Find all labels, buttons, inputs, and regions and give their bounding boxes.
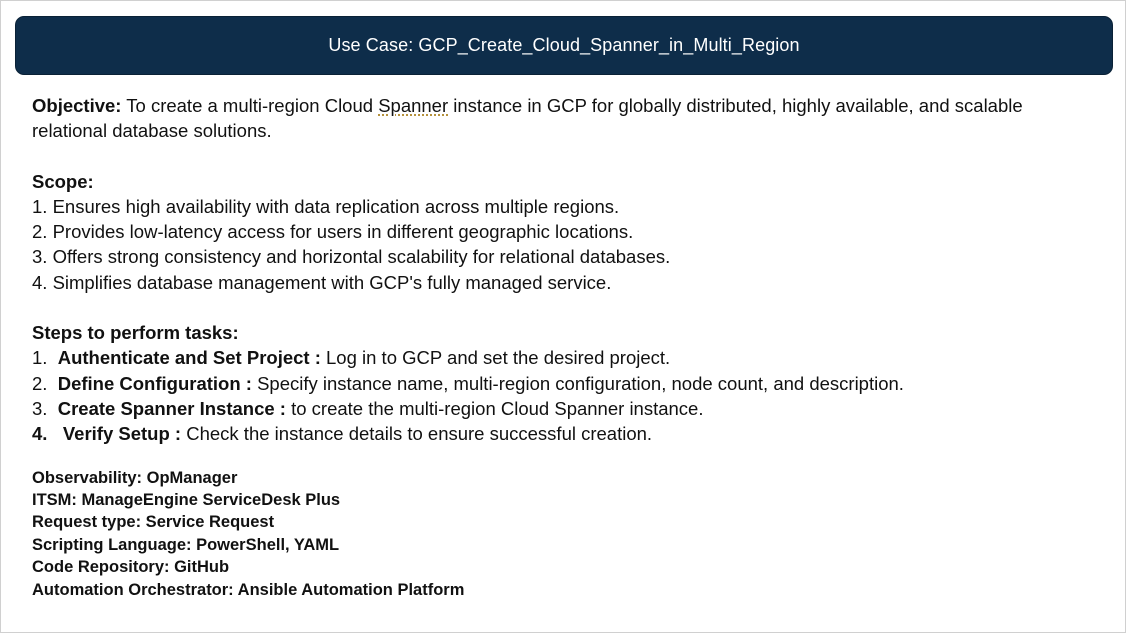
content-body: Objective: To create a multi-region Clou… (32, 93, 1102, 601)
spacer (32, 144, 1102, 169)
objective-text-after: instance in GCP for globally distributed… (32, 95, 1023, 142)
step-number: 1. (32, 347, 48, 369)
detail-request-type: Request type: Service Request (32, 513, 275, 532)
step-number: 3. (32, 397, 48, 419)
step-text: to create the multi-region Cloud Spanner… (285, 397, 704, 419)
step-title: Verify Setup : (62, 423, 182, 445)
objective-text-before: To create a multi-region Cloud (121, 95, 379, 116)
detail-itsm: ITSM: ManageEngine ServiceDesk Plus (32, 490, 341, 509)
step-item: 2. Define Configuration : Specify instan… (32, 371, 1102, 396)
scope-item: 3. Offers strong consistency and horizon… (32, 246, 671, 268)
step-number: 2. (32, 372, 48, 394)
scope-heading: Scope: (32, 170, 94, 192)
objective-text-spellcheck: Spanner (378, 95, 449, 116)
scope-item: 1. Ensures high availability with data r… (32, 195, 620, 217)
objective-paragraph: Objective: To create a multi-region Clou… (32, 93, 1102, 144)
step-title: Authenticate and Set Project : (57, 347, 321, 369)
step-item: 4. Verify Setup : Check the instance det… (32, 421, 1102, 446)
step-title: Create Spanner Instance : (57, 397, 286, 419)
spacer (32, 295, 1102, 320)
step-item: 3. Create Spanner Instance : to create t… (32, 396, 1102, 421)
scope-item: 4. Simplifies database management with G… (32, 271, 612, 293)
detail-observability: Observability: OpManager (32, 468, 238, 487)
detail-scripting-language: Scripting Language: PowerShell, YAML (32, 535, 340, 554)
step-title: Define Configuration : (57, 372, 252, 394)
step-text: Specify instance name, multi-region conf… (251, 372, 904, 394)
step-number: 4. (32, 423, 48, 445)
steps-heading: Steps to perform tasks: (32, 322, 239, 344)
title-bar: Use Case: GCP_Create_Cloud_Spanner_in_Mu… (15, 16, 1113, 75)
step-text: Log in to GCP and set the desired projec… (320, 347, 671, 369)
scope-item: 2. Provides low-latency access for users… (32, 221, 634, 243)
objective-label: Objective: (32, 95, 122, 116)
detail-automation-orchestrator: Automation Orchestrator: Ansible Automat… (32, 580, 465, 599)
step-item: 1. Authenticate and Set Project : Log in… (32, 345, 1102, 370)
step-text: Check the instance details to ensure suc… (181, 423, 653, 445)
spacer (32, 447, 1102, 467)
detail-code-repository: Code Repository: GitHub (32, 558, 230, 577)
page-title: Use Case: GCP_Create_Cloud_Spanner_in_Mu… (328, 35, 800, 55)
